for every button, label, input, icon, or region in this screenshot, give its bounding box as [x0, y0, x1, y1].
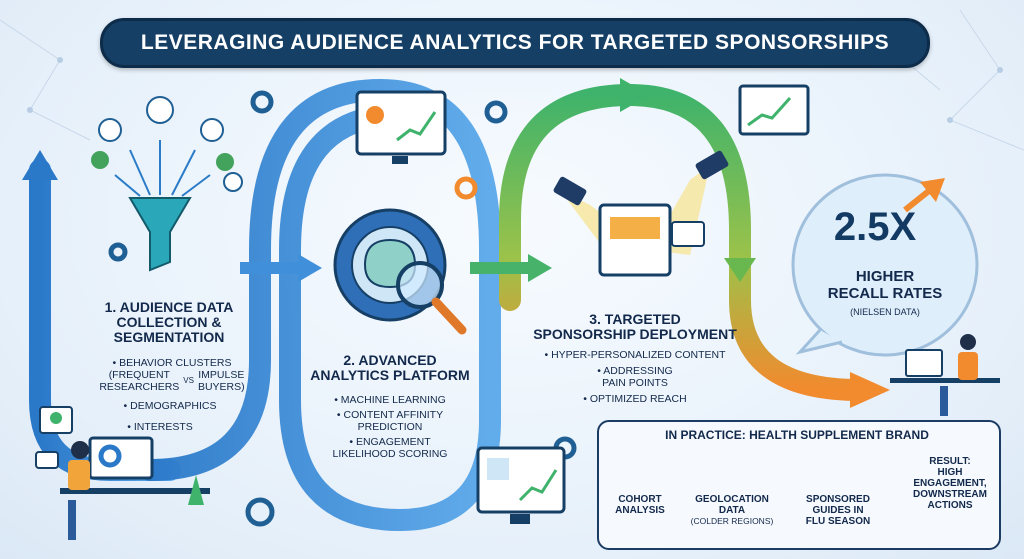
monitor-icon-bottom: [476, 446, 566, 524]
practice-item-result: RESULT: HIGH ENGAGEMENT, DOWNSTREAM ACTI…: [908, 456, 992, 511]
cluster-right-line: BUYERS): [197, 381, 245, 393]
funnel-icon: [91, 96, 243, 272]
monitor-icon-top: [355, 90, 447, 164]
practice-item-line: SPONSORED: [806, 494, 870, 505]
gear-icons: [108, 90, 577, 527]
step-2-heading-line: ANALYTICS PLATFORM: [310, 367, 470, 383]
bullet-addressing: • ADDRESSING: [597, 365, 673, 377]
green-orange-loop: [499, 83, 871, 401]
brain-gear-icon: [333, 208, 467, 335]
cluster-left-line: (FREQUENT: [108, 369, 170, 381]
green-top-arrow-head: [620, 78, 650, 112]
spotlight-icons: [553, 150, 729, 277]
person-at-desk-left: [35, 406, 210, 540]
practice-item-line: RESULT:: [929, 456, 971, 467]
cluster-left-line: RESEARCHERS: [99, 381, 180, 393]
practice-item-line: GEOLOCATION: [695, 494, 769, 505]
step-3-heading: 3. TARGETED SPONSORSHIP DEPLOYMENT: [530, 312, 740, 342]
bullet-behavior-clusters: • BEHAVIOR CLUSTERS: [112, 357, 232, 369]
bullet-interests: • INTERESTS: [127, 421, 193, 433]
practice-item-line: HIGH: [937, 467, 963, 478]
stat-label-line: HIGHER: [855, 268, 915, 285]
title-banner: LEVERAGING AUDIENCE ANALYTICS FOR TARGET…: [100, 18, 930, 68]
practice-item-cohort: COHORT ANALYSIS: [605, 494, 675, 516]
cluster-right-line: IMPULSE: [198, 369, 245, 381]
practice-item-line: ENGAGEMENT,: [913, 478, 987, 489]
stat-label: HIGHER RECALL RATES: [810, 268, 960, 302]
practice-item-line: (COLDER REGIONS): [690, 516, 774, 526]
practice-item-line: DOWNSTREAM: [913, 489, 987, 500]
bullet-optimized-reach: • OPTIMIZED REACH: [583, 393, 687, 405]
blue-flow-loop: [139, 78, 501, 532]
bullet-engagement: • ENGAGEMENT: [349, 436, 431, 448]
cluster-vs: VS: [183, 376, 194, 385]
bullet-machine-learning: • MACHINE LEARNING: [334, 394, 446, 406]
stat-value: 2.5X: [833, 205, 917, 249]
practice-item-line: ANALYSIS: [615, 505, 665, 516]
bullet-engagement-cont: LIKELIHOOD SCORING: [332, 448, 448, 460]
stat-source: (NIELSEN DATA): [850, 307, 920, 317]
practice-item-line: DATA: [718, 505, 746, 516]
monitor-icon-right: [738, 84, 810, 136]
green-down-arrow-head: [724, 258, 756, 282]
stat-bubble: [791, 173, 979, 357]
practice-item-sponsored: SPONSORED GUIDES IN FLU SEASON: [800, 494, 876, 527]
bullet-content-affinity-cont: PREDICTION: [357, 421, 423, 433]
practice-item-line: COHORT: [618, 494, 662, 505]
step-1-heading-line: SEGMENTATION: [113, 329, 225, 345]
bullet-hyper-personalized: • HYPER-PERSONALIZED CONTENT: [544, 349, 726, 361]
orange-arrow-head: [850, 372, 890, 408]
practice-item-line: ACTIONS: [927, 500, 973, 511]
practice-item-geolocation: GEOLOCATION DATA (COLDER REGIONS): [690, 494, 774, 527]
step-2-bullets: • MACHINE LEARNING • CONTENT AFFINITY PR…: [310, 394, 470, 460]
person-at-desk-right: [890, 334, 1000, 416]
practice-box: [597, 420, 1001, 550]
step-1-heading: 1. AUDIENCE DATA COLLECTION & SEGMENTATI…: [84, 300, 254, 345]
page-title: LEVERAGING AUDIENCE ANALYTICS FOR TARGET…: [140, 31, 890, 54]
bullet-content-affinity: • CONTENT AFFINITY: [336, 409, 444, 421]
bullet-addressing-cont: PAIN POINTS: [602, 377, 668, 389]
practice-item-line: GUIDES IN: [812, 505, 864, 516]
practice-heading: IN PRACTICE: HEALTH SUPPLEMENT BRAND: [665, 428, 929, 442]
step-1-heading-line: 1. AUDIENCE DATA: [104, 299, 234, 315]
step-3-heading-line: 3. TARGETED: [589, 311, 681, 327]
step-1-heading-line: COLLECTION &: [116, 314, 222, 330]
step-2-heading: 2. ADVANCED ANALYTICS PLATFORM: [300, 353, 480, 383]
bullet-demographics: • DEMOGRAPHICS: [123, 400, 217, 412]
stat-label-line: RECALL RATES: [827, 285, 943, 302]
step-2-heading-line: 2. ADVANCED: [343, 352, 437, 368]
step-3-heading-line: SPONSORSHIP DEPLOYMENT: [533, 326, 737, 342]
left-arrow-head: [22, 150, 58, 180]
practice-item-line: FLU SEASON: [805, 516, 871, 527]
step-3-bullets: • HYPER-PERSONALIZED CONTENT • ADDRESSIN…: [530, 349, 740, 405]
